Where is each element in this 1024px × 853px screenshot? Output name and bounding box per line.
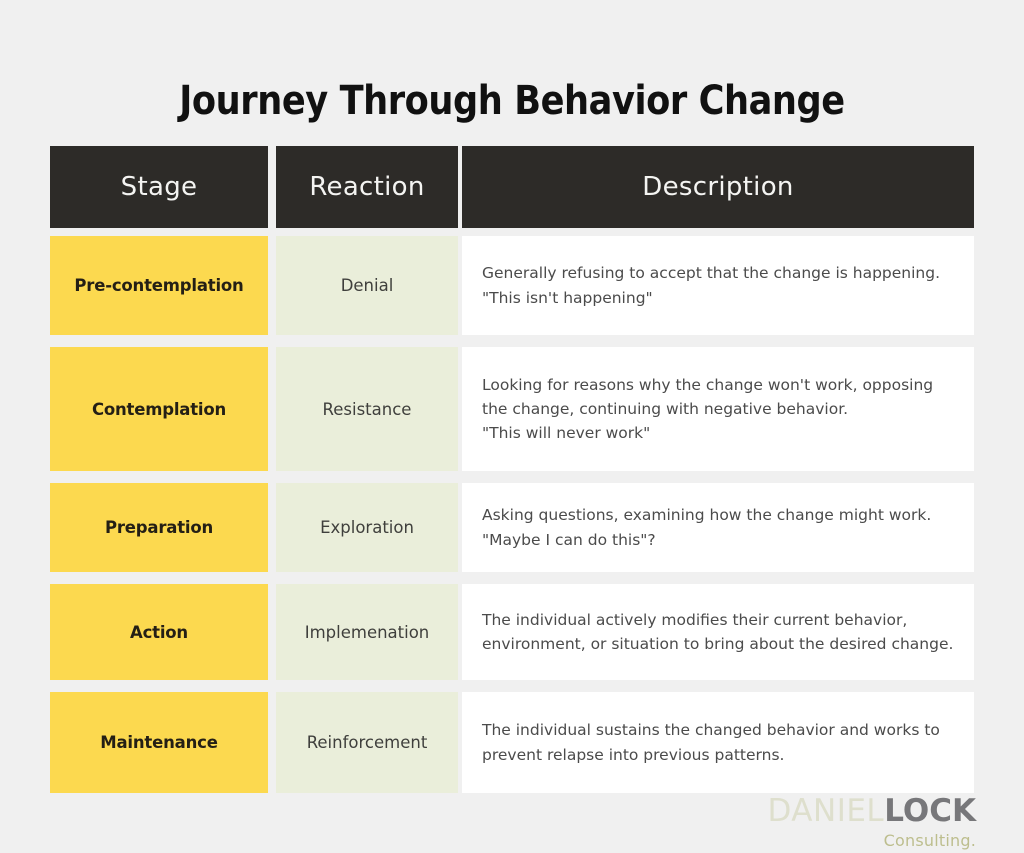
- description-cell: Generally refusing to accept that the ch…: [462, 236, 974, 335]
- reaction-cell: Implemenation: [276, 584, 458, 680]
- brand-logo: DANIELLOCK Consulting.: [767, 796, 976, 849]
- description-cell: Asking questions, examining how the chan…: [462, 483, 974, 572]
- reaction-cell: Resistance: [276, 347, 458, 471]
- logo-name-light: DANIEL: [767, 793, 885, 829]
- reaction-cell: Exploration: [276, 483, 458, 572]
- table-row: Preparation Exploration Asking questions…: [50, 483, 974, 572]
- reaction-cell: Reinforcement: [276, 692, 458, 793]
- behavior-change-table: Stage Reaction Description Pre-contempla…: [50, 146, 974, 793]
- stage-cell: Contemplation: [50, 347, 268, 471]
- column-header-description: Description: [462, 146, 974, 228]
- column-header-reaction: Reaction: [276, 146, 458, 228]
- description-cell: The individual sustains the changed beha…: [462, 692, 974, 793]
- page-title: Journey Through Behavior Change: [179, 78, 845, 124]
- table-row: Action Implemenation The individual acti…: [50, 584, 974, 680]
- description-text: The individual actively modifies their c…: [482, 610, 954, 653]
- table-header-row: Stage Reaction Description: [50, 146, 974, 228]
- stage-cell: Maintenance: [50, 692, 268, 793]
- stage-cell: Pre-contemplation: [50, 236, 268, 335]
- description-text: Looking for reasons why the change won't…: [482, 375, 934, 442]
- description-cell: Looking for reasons why the change won't…: [462, 347, 974, 471]
- table-row: Contemplation Resistance Looking for rea…: [50, 347, 974, 471]
- table-row: Maintenance Reinforcement The individual…: [50, 692, 974, 793]
- stage-cell: Action: [50, 584, 268, 680]
- reaction-cell: Denial: [276, 236, 458, 335]
- logo-wordmark: DANIELLOCK: [767, 796, 976, 827]
- table-row: Pre-contemplation Denial Generally refus…: [50, 236, 974, 335]
- description-text: Asking questions, examining how the chan…: [482, 506, 932, 549]
- description-text: The individual sustains the changed beha…: [482, 721, 940, 764]
- description-cell: The individual actively modifies their c…: [462, 584, 974, 680]
- description-text: Generally refusing to accept that the ch…: [482, 264, 941, 307]
- column-header-stage: Stage: [50, 146, 268, 228]
- stage-cell: Preparation: [50, 483, 268, 572]
- logo-name-bold: LOCK: [884, 793, 976, 829]
- logo-tagline: Consulting.: [883, 831, 976, 850]
